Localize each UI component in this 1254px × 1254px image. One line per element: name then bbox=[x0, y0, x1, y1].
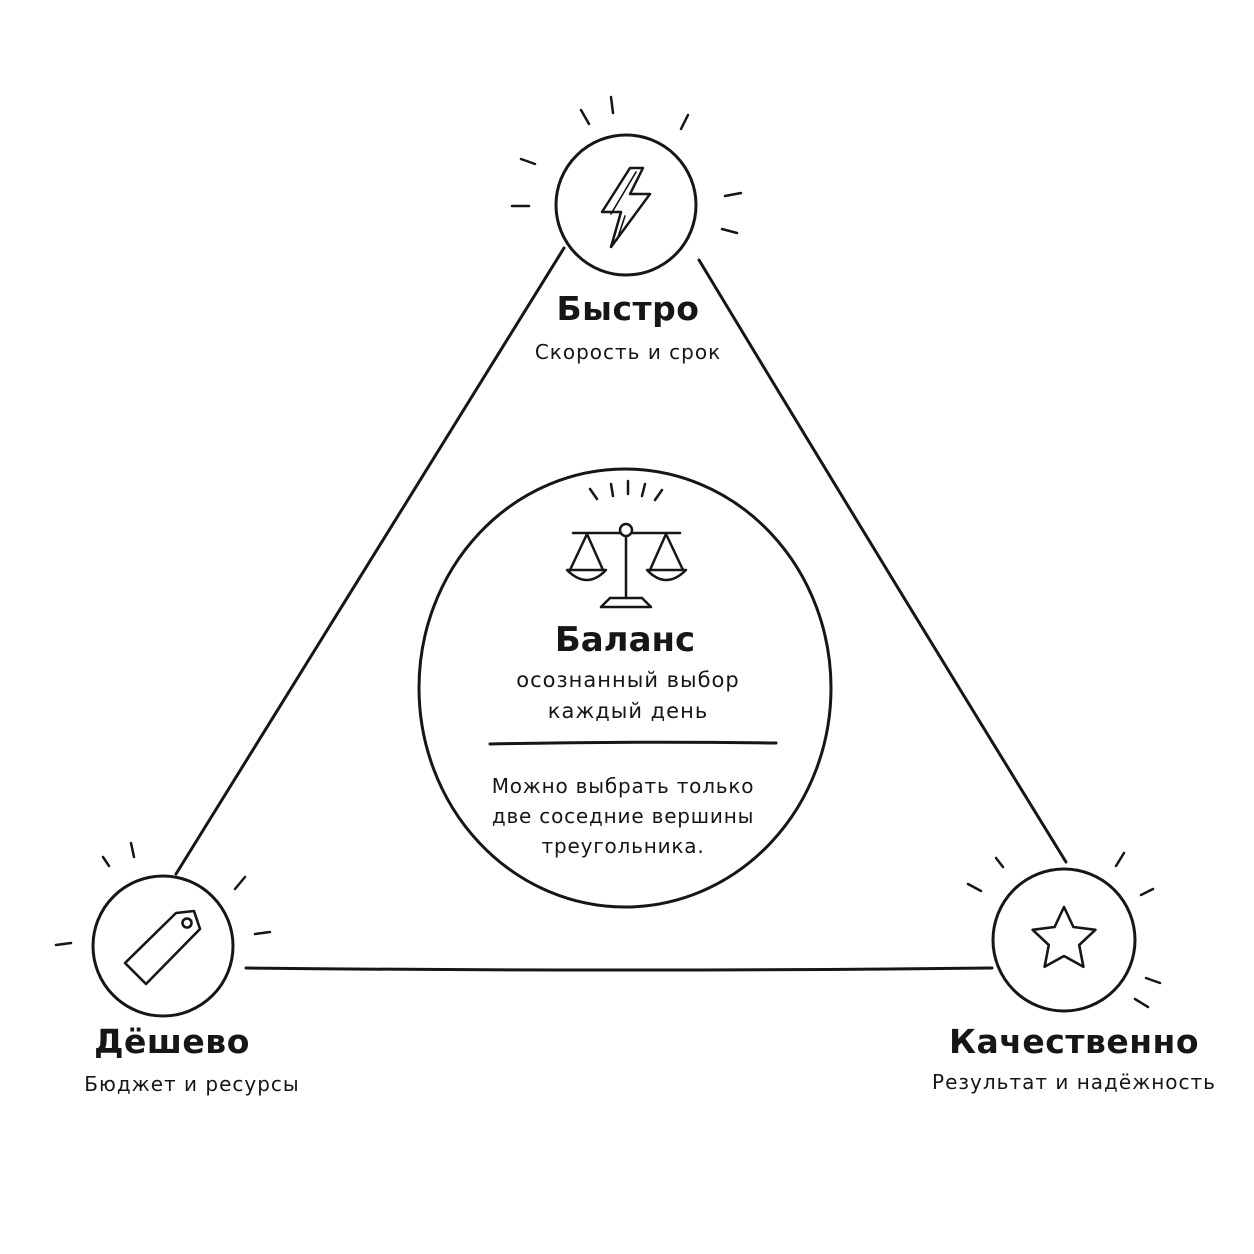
center-divider bbox=[488, 740, 778, 746]
center-note-line-1: Можно выбрать только bbox=[491, 774, 755, 798]
vertex-circle-cheap bbox=[91, 874, 235, 1018]
sparkles-cheap bbox=[54, 841, 272, 947]
scales-icon bbox=[565, 522, 688, 609]
sparkles-fast bbox=[510, 95, 743, 235]
center-subtitle-line-2: каждый день bbox=[547, 699, 709, 723]
star-icon bbox=[1031, 905, 1097, 969]
edge-fast-cheap bbox=[174, 246, 566, 876]
center-subtitle-line-1: осознанный выбор bbox=[516, 668, 740, 692]
center-note-line-3: треугольника. bbox=[541, 834, 705, 858]
sparkles-balance bbox=[588, 479, 664, 502]
vertex-circle-fast bbox=[554, 133, 698, 277]
sparkles-quality bbox=[966, 851, 1162, 1009]
vertex-title-quality: Качественно bbox=[948, 1022, 1199, 1061]
lightning-icon bbox=[600, 166, 652, 249]
vertex-subtitle-quality: Результат и надёжность bbox=[932, 1070, 1216, 1094]
center-circle bbox=[417, 467, 833, 909]
vertex-title-cheap: Дёшево bbox=[94, 1022, 250, 1061]
vertex-subtitle-fast: Скорость и срок bbox=[534, 340, 722, 364]
price-tag-icon bbox=[123, 909, 202, 986]
center-note-line-2: две соседние вершины bbox=[491, 804, 755, 828]
vertex-subtitle-cheap: Бюджет и ресурсы bbox=[84, 1072, 300, 1096]
edge-cheap-quality bbox=[244, 966, 994, 972]
vertex-title-fast: Быстро bbox=[556, 289, 700, 328]
vertex-circle-quality bbox=[991, 867, 1137, 1013]
center-title: Баланс bbox=[554, 620, 696, 660]
edge-fast-quality bbox=[697, 258, 1068, 864]
